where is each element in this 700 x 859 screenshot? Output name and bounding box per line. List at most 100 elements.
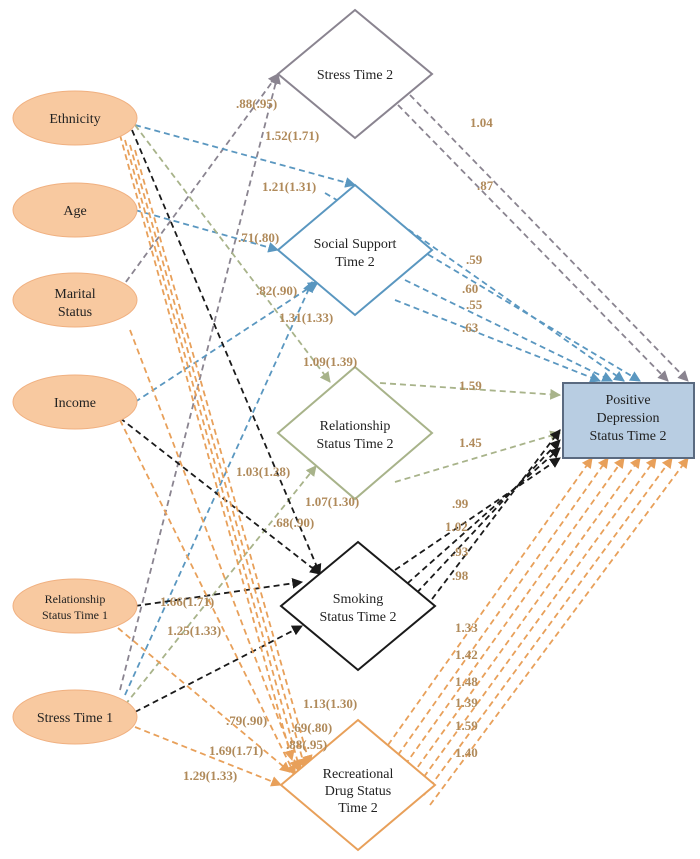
edge-label: 1.29(1.33) [183,768,237,783]
smoke-path-arrow [134,578,304,607]
edge-label: .55 [466,297,483,312]
edge-label: .93 [452,544,469,559]
income-label: Income [54,396,96,411]
edge-label: 1.03(1.28) [236,464,290,479]
drug-path-arrow [429,457,689,806]
edge-label: 1.04 [470,115,493,130]
edge-label: .71(.80) [238,230,279,245]
stress-path-arrow [119,73,279,291]
drug-path-arrow [124,139,303,772]
smoke-path-arrow [399,447,561,591]
edge-label: 1.69(1.71) [209,743,263,758]
smoke-path-arrow [134,625,303,713]
income-node [12,374,138,430]
drug-path-arrow [404,457,625,766]
stress-path-arrow [397,104,669,382]
age-label: Age [63,204,86,219]
drug-path-arrow [119,419,296,776]
social-path-arrow [134,124,357,188]
edge-label: .63 [462,320,479,335]
edge-label: 1.02 [445,519,468,534]
social-path-arrow [391,217,625,382]
edge-label: 1.40 [455,745,478,760]
drug-path-arrow [129,144,308,770]
social-path-arrow [134,281,319,403]
stress-time2-node [276,8,434,140]
drug-path-arrow [417,457,657,786]
stress-time1-node [12,689,138,745]
edge-label: 1.52(1.71) [265,128,319,143]
relationship-time1-node [12,578,138,634]
drug-path-arrow [134,149,313,767]
marital-status-node [12,272,138,328]
edge-label: 1.07(1.30) [305,494,359,509]
drug-path-arrow [397,457,609,756]
social-path-arrow [124,281,313,696]
edge-labels: .88(.95) 1.52(1.71) 1.21(1.31) .71(.80) … [160,96,494,783]
social-path-arrow [134,209,280,253]
edge-label: 1.09(1.39) [303,354,357,369]
rel-path-arrow [124,465,317,706]
drug-path-arrow [129,329,300,772]
edge-label: 1.31(1.33) [279,310,333,325]
edge-label: 1.59 [459,378,482,393]
smoke-path-arrow [419,429,561,616]
edge-label: 1.42 [455,647,478,662]
stress-time1-label: Stress Time 1 [37,711,113,726]
edge-label: .68(.90) [273,515,314,530]
edge-label: .82(.90) [256,283,297,298]
stress-path-arrow [119,72,281,691]
edge-label: .99 [452,496,469,511]
edge-label: 1.33 [455,620,478,635]
rel-path-arrow [379,382,562,400]
edge-label: 1.59 [455,718,478,733]
edge-label: .88(.95) [236,96,277,111]
edge-label: 1.48 [455,674,478,689]
drug-path-arrow [117,627,291,773]
rel-path-arrow [394,430,562,483]
smoke-path-arrow [394,457,561,571]
edge-label: 1.66(1.71) [160,594,214,609]
social-path-arrow [394,299,602,383]
rel-path-arrow [134,124,331,383]
drug-path-arrow [134,726,283,787]
social-support-time2-node [276,183,434,317]
drug-path-arrow [387,457,593,746]
edge-label: .60 [462,281,478,296]
stress-path-arrow [409,94,689,382]
smoke-path-arrow [131,129,322,575]
edge-label: .79(.90) [226,713,267,728]
smoke-path-arrow [409,439,561,601]
drug-path-arrow [411,457,641,776]
depression-outcome-node [562,382,695,459]
edge-label: 1.21(1.31) [262,179,316,194]
edge-label: 1.25(1.33) [167,623,221,638]
edge-label: 1.13(1.30) [303,696,357,711]
edge-label: .69(.80) [291,720,332,735]
ethnicity-node [12,90,138,146]
drug-path-arrow [119,134,295,762]
ethnicity-label: Ethnicity [49,112,100,127]
edge-label: .59 [466,252,483,267]
smoking-time2-node [279,540,437,672]
edge-label: 1.45 [459,435,482,450]
stress-time2-label: Stress Time 2 [317,68,393,83]
edge-label: .88(.95) [286,737,327,752]
drug-time2-node [279,718,437,852]
smoke-path-arrow [119,417,321,575]
social-path-arrow [404,279,613,382]
edge-label: .98 [452,568,469,583]
relationship-time2-node [276,365,434,501]
edge-label: .87 [477,178,494,193]
age-node [12,182,138,238]
edge-label: 1.39 [455,695,478,710]
